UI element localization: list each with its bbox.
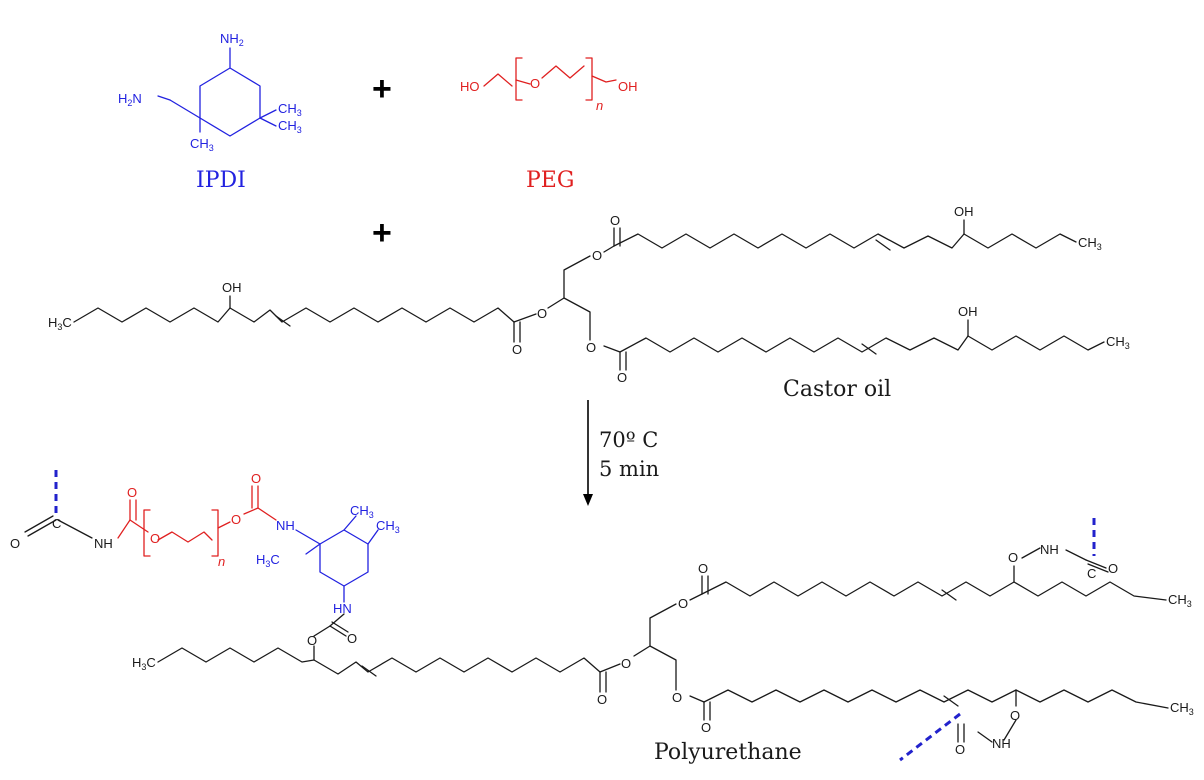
castor-oh-top-text: OH xyxy=(954,204,974,219)
ipdi-label: IPDI xyxy=(196,168,246,193)
reaction-arrow xyxy=(583,400,593,506)
peg-ho-text: HO xyxy=(460,79,480,94)
product-h3c-ipdi-text: H3C xyxy=(256,552,280,569)
castor-o-ester-bottom-text: O xyxy=(586,340,596,355)
ipdi-ch3-bottom-text: CH3 xyxy=(190,136,214,153)
castor-h3c-left-text: H3C xyxy=(48,315,72,332)
product-o-ester-top-text: O xyxy=(678,596,688,611)
castor-o-carbonyl-left-text: O xyxy=(512,342,522,357)
product-h3c-left-text: H3C xyxy=(132,655,156,672)
peg-oh-text: OH xyxy=(618,79,638,94)
product-o-ester-bottom-text: O xyxy=(672,690,682,705)
product-o-ester-left-text: O xyxy=(621,656,631,671)
plus-sign-2: + xyxy=(372,214,392,252)
castor-oh-left-text: OH xyxy=(222,280,242,295)
condition-time: 5 min xyxy=(599,457,659,481)
product-c-left-text: C xyxy=(52,516,61,531)
product-o-ester-ipdi-text: O xyxy=(307,633,317,648)
product-ch3-ipdi-lower-text: CH3 xyxy=(376,518,400,535)
product-o-carbonyl-left-text: O xyxy=(597,692,607,707)
product-o-top-carbonyl-text: O xyxy=(1108,561,1118,576)
ipdi-structure xyxy=(157,47,277,137)
product-nh-ipdi-text: NH xyxy=(276,518,295,533)
peg-structure xyxy=(483,57,617,101)
product-backbone xyxy=(157,518,1169,762)
product-nh-top-text: NH xyxy=(1040,542,1059,557)
castor-o-ester-top-text: O xyxy=(592,248,602,263)
castor-oil-structure xyxy=(73,219,1105,371)
castor-o-carbonyl-top-text: O xyxy=(610,213,620,228)
product-o-urethane-top-text: O xyxy=(1008,550,1018,565)
castor-ch3-bottom-text: CH3 xyxy=(1106,334,1130,351)
ipdi-h2n-text: H2N xyxy=(118,91,142,108)
product-nh-left-text: NH xyxy=(94,536,113,551)
product-hn-ipdi-text: HN xyxy=(333,601,352,616)
condition-temperature: 70º C xyxy=(599,428,658,452)
castor-oh-bottom-text: OH xyxy=(958,304,978,319)
product-o-peg-chain-text: O xyxy=(150,531,160,546)
peg-o-text: O xyxy=(530,76,540,91)
peg-n-text: n xyxy=(596,98,603,113)
polyurethane-label: Polyurethane xyxy=(654,740,802,765)
product-o-peg-end-text: O xyxy=(231,512,241,527)
castor-o-carbonyl-bottom-text: O xyxy=(617,370,627,385)
product-o-bottom-carbonyl-text: O xyxy=(955,742,965,757)
ipdi-ch3-lower-text: CH3 xyxy=(278,118,302,135)
castor-ch3-top-text: CH3 xyxy=(1078,235,1102,252)
product-ch3-ipdi-upper-text: CH3 xyxy=(350,503,374,520)
ipdi-ch3-upper-text: CH3 xyxy=(278,101,302,118)
castor-oil-label: Castor oil xyxy=(783,377,891,402)
ipdi-nh2-text: NH2 xyxy=(220,31,244,48)
product-o-urethane-bottom-text: O xyxy=(1010,708,1020,723)
product-nh-bottom-text: NH xyxy=(992,736,1011,751)
product-left-linkage xyxy=(24,470,379,661)
product-o-left-text: O xyxy=(10,536,20,551)
product-ch3-bottom-text: CH3 xyxy=(1170,700,1194,717)
product-peg-n-text: n xyxy=(218,554,225,569)
castor-o-ester-left-text: O xyxy=(537,306,547,321)
product-o-peg-carbonyl-text: O xyxy=(127,485,137,500)
product-c-top-text: C xyxy=(1087,566,1096,581)
product-ch3-top-text: CH3 xyxy=(1168,592,1192,609)
product-o-carbonyl-bottom-text: O xyxy=(701,720,711,735)
product-o-urethane-carbonyl-text: O xyxy=(251,471,261,486)
plus-sign-1: + xyxy=(372,70,392,108)
peg-label: PEG xyxy=(526,168,574,193)
product-o-carbonyl-top-text: O xyxy=(698,561,708,576)
product-o-carbonyl-ipdi-text: O xyxy=(347,631,357,646)
